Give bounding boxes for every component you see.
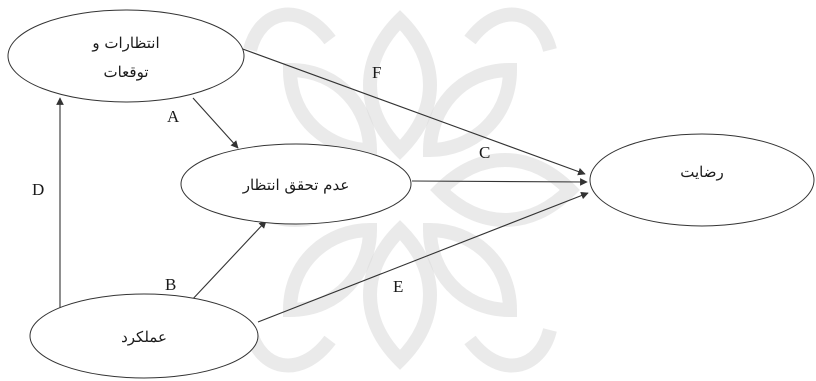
edge-label-d: D	[32, 180, 44, 199]
edge-a-expectations-to-disconfirmation	[192, 97, 239, 149]
node-satisfaction: رضایت	[589, 133, 815, 227]
node-expectations: انتظارات و توقعات	[7, 9, 245, 103]
edge-label-e: E	[393, 277, 403, 296]
edge-label-a: A	[167, 107, 180, 126]
node-performance: عملکرد	[29, 293, 259, 379]
node-disconfirmation-label: عدم تحقق انتظار	[242, 176, 350, 194]
edge-e-performance-to-satisfaction	[257, 191, 589, 323]
edge-label-f: F	[372, 63, 381, 82]
node-satisfaction-label: رضایت	[680, 163, 723, 181]
edge-c-disconfirmation-to-satisfaction	[411, 178, 588, 186]
edge-b-performance-to-disconfirmation	[189, 220, 267, 303]
edge-label-c: C	[479, 143, 490, 162]
node-expectations-line1: انتظارات و	[91, 34, 159, 52]
node-disconfirmation: عدم تحقق انتظار	[180, 143, 412, 225]
node-performance-label: عملکرد	[121, 328, 167, 346]
node-expectations-line2: توقعات	[103, 63, 148, 81]
edge-label-b: B	[165, 275, 176, 294]
edge-f-expectations-to-satisfaction	[239, 47, 586, 176]
